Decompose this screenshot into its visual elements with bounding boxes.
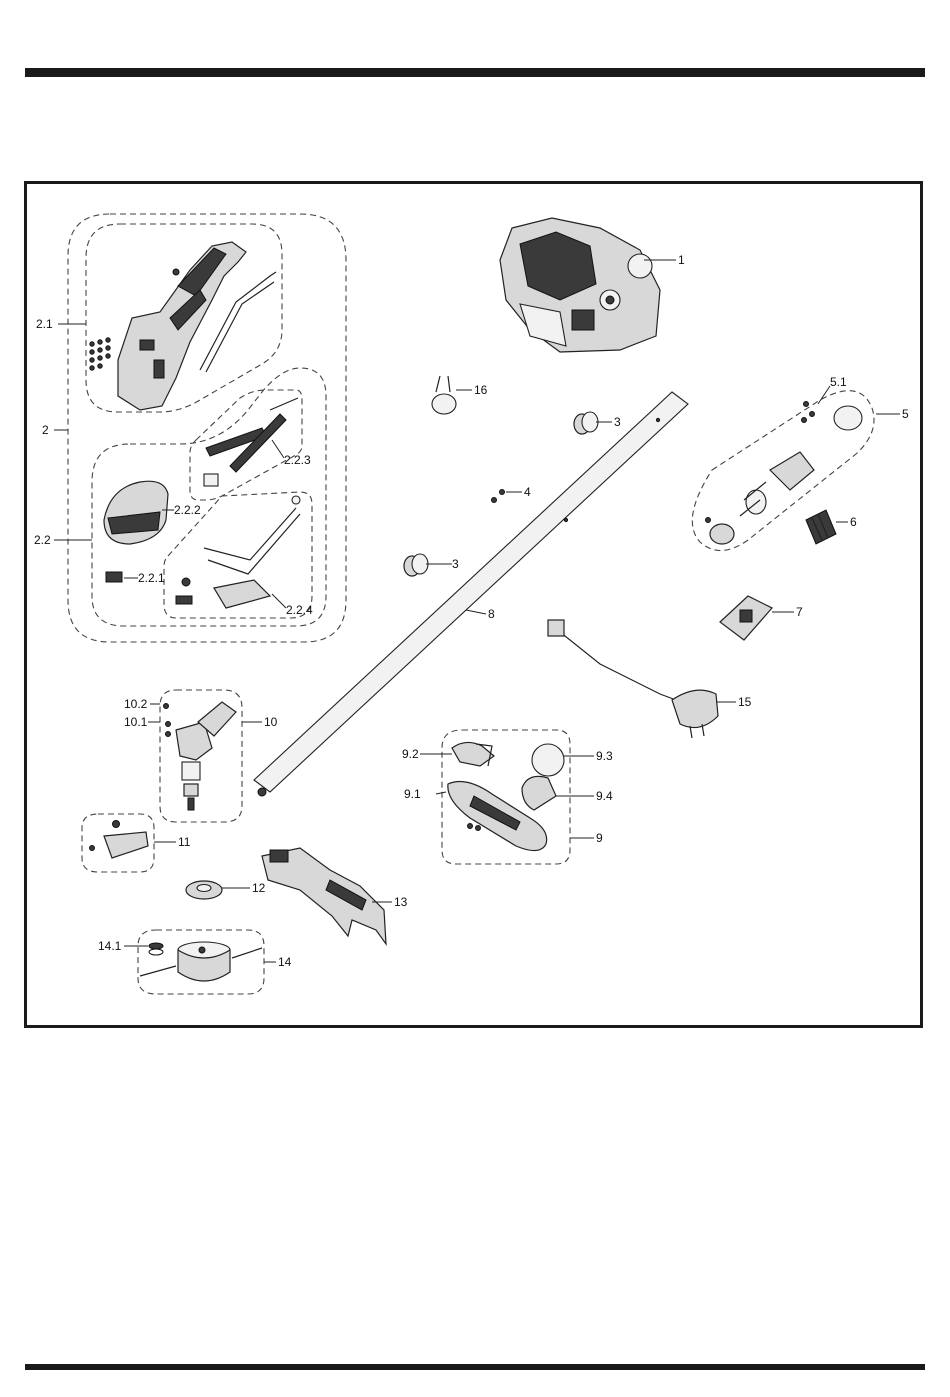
part-2-1-handle-drawing <box>90 242 276 410</box>
part-13-guard-drawing <box>262 848 386 944</box>
label-10-2: 10.2 <box>124 697 148 711</box>
label-3-upper: 3 <box>614 415 621 429</box>
label-10-1: 10.1 <box>124 715 148 729</box>
part-3-collar-lower-drawing <box>404 554 428 576</box>
part-8-shaft-drawing <box>254 392 688 796</box>
label-9-1: 9.1 <box>404 787 421 801</box>
part-2-2-3-grips-drawing <box>204 398 298 486</box>
label-14: 14 <box>278 955 292 969</box>
label-8: 8 <box>488 607 495 621</box>
label-5: 5 <box>902 407 909 421</box>
part-2-2-1-switch-drawing <box>106 572 122 582</box>
label-7: 7 <box>796 605 803 619</box>
part-9-switch-box-drawing <box>448 742 564 850</box>
label-2-1: 2.1 <box>36 317 53 331</box>
label-2-2-4: 2.2.4 <box>286 603 313 617</box>
label-2-2: 2.2 <box>34 533 51 547</box>
label-6: 6 <box>850 515 857 529</box>
part-14-spool-drawing <box>140 942 262 981</box>
part-10-gear-head-drawing <box>176 702 236 810</box>
part-7-drawing <box>720 596 772 640</box>
part-16-clip-drawing <box>432 376 456 414</box>
part-4-screws-drawing <box>492 490 505 503</box>
part-6-drawing <box>806 510 836 544</box>
label-3-lower: 3 <box>452 557 459 571</box>
label-9-3: 9.3 <box>596 749 613 763</box>
label-16: 16 <box>474 383 488 397</box>
label-1: 1 <box>678 253 685 267</box>
label-12: 12 <box>252 881 266 895</box>
label-10: 10 <box>264 715 278 729</box>
label-15: 15 <box>738 695 752 709</box>
label-9-2: 9.2 <box>402 747 419 761</box>
label-5-1: 5.1 <box>830 375 847 389</box>
part-3-collar-upper-drawing <box>574 412 598 434</box>
label-14-1: 14.1 <box>98 939 122 953</box>
part-12-washer-drawing <box>186 881 222 899</box>
part-1-engine-drawing <box>500 218 660 352</box>
label-11: 11 <box>178 835 191 849</box>
label-4: 4 <box>524 485 531 499</box>
part-11-bracket-drawing <box>90 821 149 859</box>
part-2-2-2-cover-drawing <box>104 481 168 544</box>
part-10-screws-drawing <box>164 704 171 737</box>
label-9-4: 9.4 <box>596 789 613 803</box>
label-13: 13 <box>394 895 408 909</box>
label-2-2-2: 2.2.2 <box>174 503 201 517</box>
part-15-charger-drawing <box>548 620 718 738</box>
label-2-2-3: 2.2.3 <box>284 453 311 467</box>
label-2-2-1: 2.2.1 <box>138 571 165 585</box>
label-2: 2 <box>42 423 49 437</box>
label-9: 9 <box>596 831 603 845</box>
